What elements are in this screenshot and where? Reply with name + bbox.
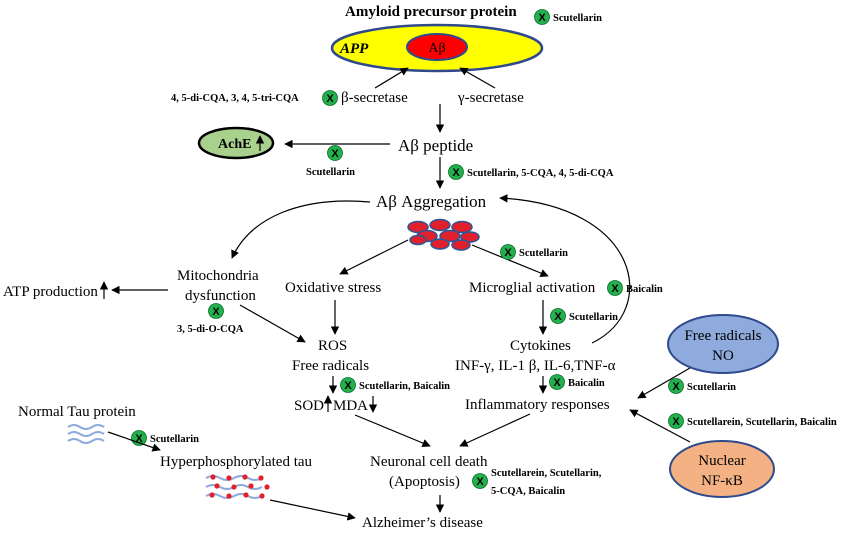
mito-label-line2: dysfunction <box>185 288 256 304</box>
nuclear-label-line1: Nuclear <box>698 453 745 469</box>
microglial-inhibitors: Baicalin <box>626 284 663 295</box>
svg-text:X: X <box>554 311 562 323</box>
svg-text:X: X <box>538 12 546 24</box>
inhibitor-icon: X <box>549 374 565 390</box>
ros-label-line1: ROS <box>318 338 347 354</box>
abeta-aggregation-label: Aβ Aggregation <box>376 192 487 211</box>
svg-text:X: X <box>504 247 512 259</box>
arrow-ros-to-neuronal <box>354 414 431 447</box>
ache-inhibitors: Scutellarin <box>306 167 355 178</box>
inhibitor-icon: X <box>668 413 684 429</box>
aggregation-inhibitors: Scutellarin, 5-CQA, 4, 5-di-CQA <box>467 168 614 179</box>
aggregate-cluster-icon <box>407 218 480 251</box>
free-radicals-ellipse <box>667 314 779 374</box>
arrow-beta-to-app <box>374 67 409 89</box>
cytokines-label-line2: INF-γ, IL-1 β, IL-6,TNF-α <box>455 358 616 374</box>
tau-inhibitors: Scutellarin <box>150 434 199 445</box>
ros-label-line2: Free radicals <box>292 358 369 374</box>
nuclear-ellipse <box>669 440 775 498</box>
inhibitor-icon: X <box>668 378 684 394</box>
hyper-tau-label: Hyperphosphorylated tau <box>160 454 313 470</box>
svg-text:X: X <box>476 476 484 488</box>
inhibitor-icon: X <box>448 164 464 180</box>
arrow-hyper-to-alzheimers <box>269 499 356 521</box>
cytokines-label-line1: Cytokines <box>510 338 571 354</box>
microglia-pathway-inhibitors: Scutellarin <box>519 248 568 259</box>
ache-label: AchE <box>218 137 251 152</box>
apoptosis-inhibitors-line1: Scutellarein, Scutellarin, <box>491 468 602 479</box>
microglial-label: Microglial activation <box>469 280 596 296</box>
svg-text:X: X <box>672 381 680 393</box>
normal-tau-label: Normal Tau protein <box>18 404 136 420</box>
beta-secretase-label: β-secretase <box>341 90 408 106</box>
inflammatory-label: Inflammatory responses <box>465 397 610 413</box>
sod-label: SOD <box>294 398 324 414</box>
app-label: APP <box>339 41 369 57</box>
abeta-core-label: Aβ <box>428 41 445 56</box>
svg-text:X: X <box>611 283 619 295</box>
inhibitor-icon: X <box>607 280 623 296</box>
svg-text:X: X <box>344 380 352 392</box>
arrow-gamma-to-app <box>459 67 496 89</box>
gamma-secretase-label: γ-secretase <box>457 90 524 106</box>
mito-inhibitors: 3, 5-di-O-CQA <box>177 324 244 335</box>
free-radicals-label-line1: Free radicals <box>684 328 761 344</box>
inhibitor-icon: X <box>327 145 343 161</box>
arrow-inflammatory-to-neuronal <box>459 413 531 447</box>
svg-text:X: X <box>452 167 460 179</box>
atp-label: ATP production <box>3 284 98 300</box>
alzheimers-label: Alzheimer’s disease <box>362 515 483 531</box>
svg-text:X: X <box>212 306 220 318</box>
arrow-aggregation-to-microglial <box>471 244 549 278</box>
inhibitor-icon: X <box>472 473 488 489</box>
arrow-nuclear-to-inflammatory <box>629 409 691 443</box>
inhibitor-icon: X <box>534 9 550 25</box>
ros-inhibitors: Scutellarin, Baicalin <box>359 381 450 392</box>
ache-ellipse <box>197 126 275 160</box>
inhibitor-icon: X <box>500 244 516 260</box>
arrow-mito-to-ros <box>239 304 306 343</box>
inhibitor-icon: X <box>208 303 224 319</box>
arrow-aggregation-to-oxidative <box>339 239 409 275</box>
hyperphosphorylated-tau-icon <box>205 474 270 499</box>
svg-text:X: X <box>672 416 680 428</box>
abeta-core <box>406 33 468 61</box>
cytokines-inhibitors: Baicalin <box>568 378 605 389</box>
normal-tau-icon <box>67 424 105 444</box>
arrow-cytokines-to-aggregation <box>499 194 631 344</box>
arrow-aggregation-to-mito <box>231 200 371 259</box>
free-radicals-label-line2: NO <box>712 348 734 364</box>
svg-text:X: X <box>331 148 339 160</box>
cytokine-pathway-inhibitors: Scutellarin <box>569 312 618 323</box>
apoptosis-inhibitors-line2: 5-CQA, Baicalin <box>491 486 565 497</box>
inhibitor-icon: X <box>550 308 566 324</box>
oxidative-label: Oxidative stress <box>285 280 381 296</box>
inhibitor-icon: X <box>322 90 338 106</box>
arrow-free-radicals-to-inflammatory <box>637 367 691 399</box>
neuronal-label-line1: Neuronal cell death <box>370 454 488 470</box>
arrow-tau-to-hyper <box>107 431 161 452</box>
nuclear-label-line2: NF-κB <box>701 473 743 489</box>
svg-text:X: X <box>326 93 334 105</box>
nuclear-inhibitors: Scutellarein, Scutellarin, Baicalin <box>687 417 837 428</box>
inhibitor-label: Scutellarin <box>553 13 602 24</box>
mda-label: MDA <box>333 398 368 414</box>
beta-secretase-inhibitors: 4, 5-di-CQA, 3, 4, 5-tri-CQA <box>171 93 299 104</box>
inhibitor-icon: X <box>340 377 356 393</box>
diagram-title: Amyloid precursor protein <box>345 4 517 20</box>
neuronal-label-line2: (Apoptosis) <box>389 474 460 490</box>
abeta-peptide-label: Aβ peptide <box>398 136 473 155</box>
free-radicals-inhibitors: Scutellarin <box>687 382 736 393</box>
mito-label-line1: Mitochondria <box>177 268 259 284</box>
svg-text:X: X <box>553 377 561 389</box>
svg-text:X: X <box>135 433 143 445</box>
